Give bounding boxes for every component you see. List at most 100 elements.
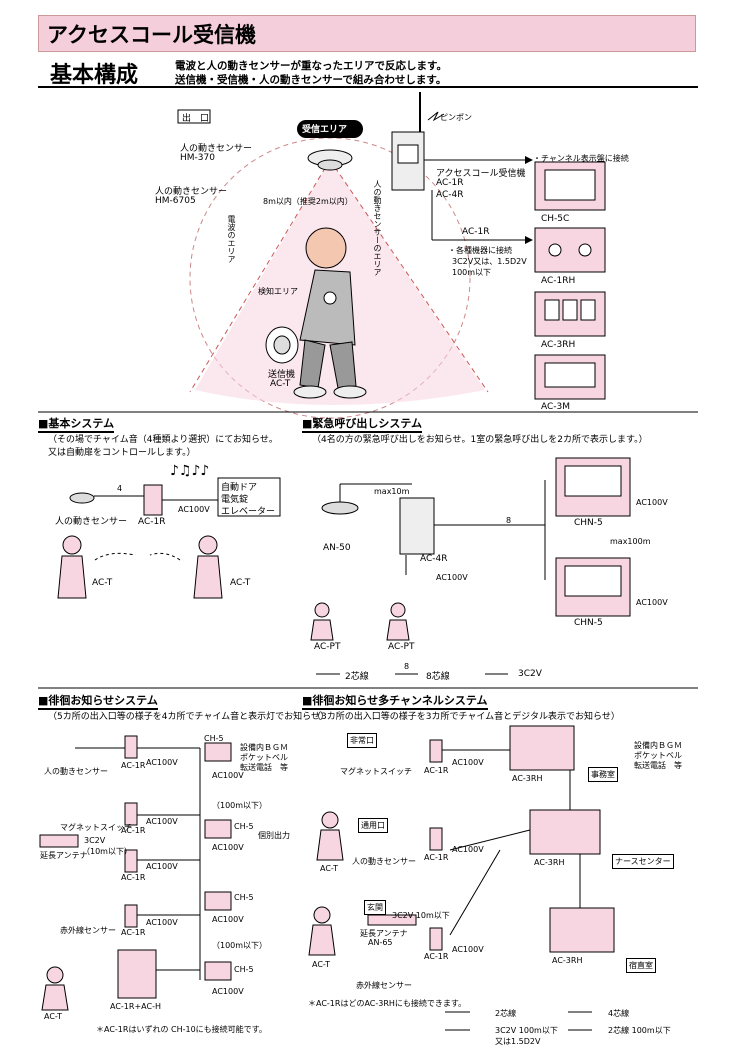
m-room-2: ナースセンター [612,854,674,869]
m-ac100-1: AC100V [452,758,484,767]
m-magnet: マグネットスイッチ [340,767,412,776]
ac1r-label-top: AC-1R [462,227,490,237]
w-note: ＊AC-1Rはいずれの CH-10にも接続可能です。 [96,1025,267,1034]
max10-label: max10m [374,487,410,496]
m-genkan: 玄関 [364,900,386,915]
m-bgm-3: 転送電話 等 [634,761,682,770]
w-act: AC-T [44,1012,62,1021]
exit-label: 出 口 [182,114,210,124]
channel-note: ・チャンネル表示盤に接続 [533,154,629,163]
m-leg-2wire-100: 2芯線 100m以下 [608,1026,671,1035]
ac4r-label: AC-4R [420,554,448,564]
basic-desc-2: 又は自動扉をコントロールします。） [48,448,196,458]
w-ac1r-2: AC-1R [121,826,146,835]
basic-act-1: AC-T [92,578,113,588]
m-ir: 赤外線センサー [356,981,412,990]
w-ch5-3: CH-5 [234,893,254,902]
w-ac1r-1: AC-1R [121,761,146,770]
panel-ac1rh [534,227,606,273]
w-ch-ac100-3: AC100V [212,915,244,924]
m-sensor: 人の動きセンサー [352,857,416,866]
sensor2-name: 人の動きセンサー [155,187,228,197]
w-len-2: （100m以下） [212,941,268,950]
pt-2: AC-PT [388,642,415,652]
w-ch-ac100-2: AC100V [212,843,244,852]
m-ac1r-1: AC-1R [424,766,449,775]
m-note: ＊AC-1RはどのAC-3RHにも接続できます。 [308,999,467,1008]
m-ac100-3: AC100V [452,945,484,954]
m-act-2: AC-T [312,960,330,969]
w-bgm-2: ポケットベル [240,753,288,762]
person-icon [305,227,347,269]
w-magnet: マグネットスイッチ [60,823,132,832]
reception-area-label: 受信エリア [302,125,348,135]
multi-desc: （3カ所の出入口等の様子を3カ所でチャイム音とデジタル表示でお知らせ） [312,712,620,722]
w-ch5-4: CH-5 [234,965,254,974]
basic-title: ■基本システム [38,415,115,433]
transmitter-model: AC-T [270,379,291,389]
emergency-title: ■緊急呼び出しシステム [302,415,423,433]
m-cable: 3C2V 10m以下 [392,911,450,920]
legend-3c2v: 3C2V [518,669,542,679]
chn-ac100-a: AC100V [636,498,668,507]
panel-label-ac1rh: AC-1RH [541,276,576,286]
m-room-1: 事務室 [588,767,618,782]
connect-note-1: ・各種機器に接続 [448,246,512,255]
m-rh-2: AC-3RH [534,858,565,867]
w-bgm-3: 転送電話 等 [240,763,288,772]
detect-area-label: 検知エリア [258,287,298,296]
w-ch5-2: CH-5 [234,822,254,831]
w-ch-ac100-1: AC100V [212,771,244,780]
wire8-label: 8 [506,516,512,525]
legend-8-mark: 8 [404,662,410,671]
connect-note-3: 100m以下 [452,268,492,277]
w-ac100-3: AC100V [146,862,178,871]
m-entry: 通用口 [358,818,388,833]
w-ch5-1: CH-5 [204,734,224,743]
legend-8wire: 8芯線 [426,672,450,682]
m-leg-15d2v: 又は1.5D2V [495,1037,541,1046]
basic-wire: 4 [117,484,123,493]
w-ch-ac100-4: AC100V [212,987,244,996]
receiver-model-1: AC-1R [436,178,464,188]
m-leg-4wire: 4芯線 [608,1009,630,1018]
an50-label: AN-50 [323,543,351,553]
page-title: アクセスコール受信機 [47,23,256,47]
m-room-3: 宿直室 [626,958,656,973]
title-bar: アクセスコール受信機 [38,15,696,52]
m-emergency-exit: 非常口 [347,733,377,748]
w-antenna: 延長アンテナ [40,851,88,860]
sensor1-name: 人の動きセンサー [180,144,253,154]
basic-sensor-label: 人の動きセンサー [55,517,128,527]
panel-label-ac3rh: AC-3RH [541,340,576,350]
panel-label-ac3m: AC-3M [541,402,571,412]
m-act-1: AC-T [320,864,338,873]
w-acrh: AC-1R+AC-H [110,1002,161,1011]
m-rh-3: AC-3RH [552,956,583,965]
m-leg-3c2v: 3C2V 100m以下 [495,1026,558,1035]
wander-desc: （5カ所の出入口等の様子を4カ所でチャイム音と表示灯でお知らせ） [48,712,330,722]
basic-desc-1: （その場でチャイム音（4種類より選択）にてお知らせ。 [48,435,278,445]
w-ac100-1: AC100V [146,758,178,767]
chn-ac100-b: AC100V [636,598,668,607]
max100-label: max100m [610,537,651,546]
subtitle-underline [38,86,698,88]
w-len-1: （100m以下） [212,801,268,810]
multi-title: ■徘徊お知らせ多チャンネルシステム [302,692,488,710]
sensor-area-label: 人の動きセンサーのエリア [373,180,382,276]
w-sensor: 人の動きセンサー [44,767,108,776]
m-ac100-2: AC100V [452,845,484,854]
w-bgm-1: 設備内ＢＧＭ [240,743,288,752]
wander-title: ■徘徊お知らせシステム [38,692,158,710]
chn5-b: CHN-5 [574,618,603,628]
device-1: 自動ドア [221,483,258,493]
legend-2wire: 2芯線 [345,672,369,682]
header-desc-1: 電波と人の動きセンサーが重なったエリアで反応します。 [175,60,447,72]
w-ac1r-3: AC-1R [121,873,146,882]
w-ac100-2: AC100V [146,817,178,826]
m-antenna: 延長アンテナ [360,929,408,938]
panel-label-ch5c: CH-5C [541,214,570,224]
w-ac1r-4: AC-1R [121,928,146,937]
sensor1-model: HM-370 [180,153,215,163]
range-label: 8m以内（推奨2m以内） [263,197,353,206]
